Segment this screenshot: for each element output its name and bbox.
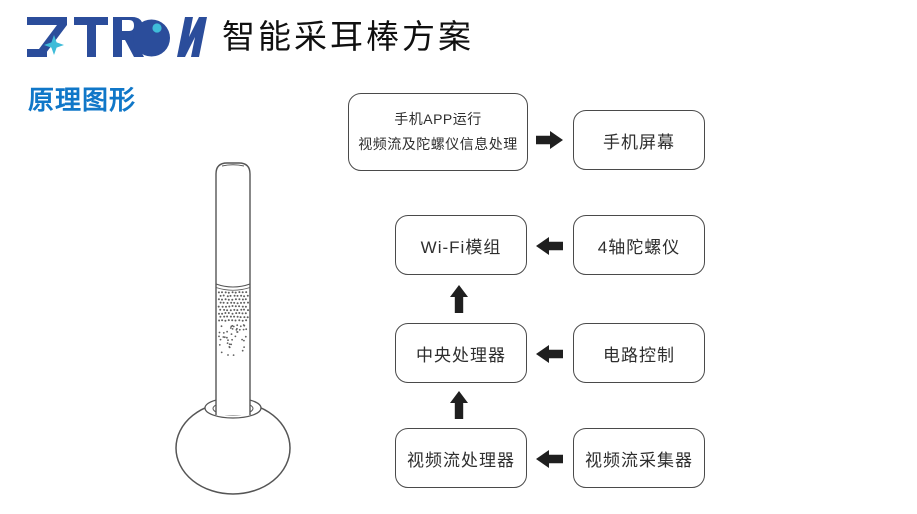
flow-box-phone-app-line2: 视频流及陀螺仪信息处理 [358, 136, 518, 152]
flow-box-gyroscope: 4轴陀螺仪 [573, 215, 705, 275]
device-ring-line [215, 283, 251, 288]
page-title: 智能采耳棒方案 [222, 20, 474, 56]
section-label: 原理图形 [28, 85, 137, 115]
logo-sparkle-icon [44, 35, 64, 55]
device-stick [215, 162, 251, 415]
device-stipple-texture [217, 291, 249, 356]
logo-o-disc [133, 19, 170, 57]
flow-box-wifi-module: Wi-Fi模组 [395, 215, 527, 275]
device-cap-seam [221, 164, 245, 167]
flow-box-phone-app-line1: 手机APP运行 [394, 111, 482, 127]
logo-n [177, 17, 207, 57]
flow-box-cpu: 中央处理器 [395, 323, 527, 383]
flow-box-video-processor: 视频流处理器 [395, 428, 527, 488]
arrow-right-icon [536, 130, 563, 150]
ztron-logo [27, 17, 207, 57]
flow-box-video-collector: 视频流采集器 [573, 428, 705, 488]
ear-pick-illustration [175, 162, 291, 495]
arrow-up-icon [450, 391, 468, 419]
arrow-left-icon [536, 344, 563, 364]
logo-z-bottom-bar [27, 49, 47, 57]
flow-box-circuit-control: 电路控制 [573, 323, 705, 383]
logo-z-top-bar [27, 17, 67, 25]
arrow-up-icon [450, 285, 468, 313]
flow-box-phone-app: 手机APP运行 视频流及陀螺仪信息处理 [348, 93, 528, 171]
flow-box-phone-screen: 手机屏幕 [573, 110, 705, 170]
arrow-left-icon [536, 449, 563, 469]
logo-o-dot [152, 23, 162, 33]
arrow-left-icon [536, 236, 563, 256]
